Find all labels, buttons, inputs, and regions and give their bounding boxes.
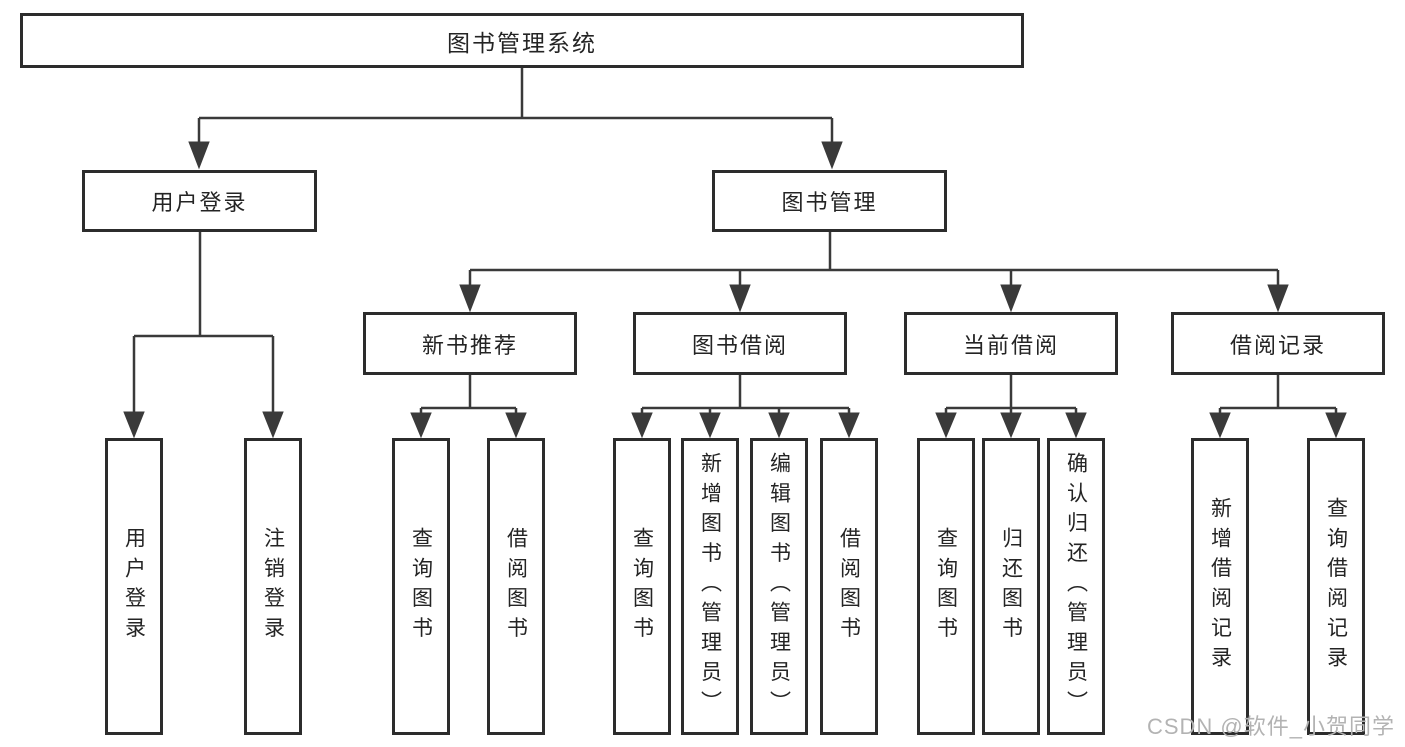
node-label: 借阅图书 bbox=[504, 526, 528, 647]
leaf-user-login: 用户登录 bbox=[105, 438, 163, 735]
leaf-query-books-borrowing: 查询图书 bbox=[613, 438, 671, 735]
node-label: 查询图书 bbox=[630, 526, 654, 647]
node-label: 用户登录 bbox=[122, 526, 146, 647]
node-label: 注销登录 bbox=[261, 526, 285, 647]
node-label: 图书管理 bbox=[781, 190, 878, 215]
node-label: 图书管理系统 bbox=[447, 29, 597, 56]
leaf-query-borrow-record: 查询借阅记录 bbox=[1307, 438, 1365, 735]
node-label: 编辑图书（管理员） bbox=[767, 452, 791, 721]
node-user-login: 用户登录 bbox=[82, 170, 317, 232]
node-label: 查询图书 bbox=[934, 526, 958, 647]
leaf-borrow-books-borrowing: 借阅图书 bbox=[820, 438, 878, 735]
node-label: 新增图书（管理员） bbox=[698, 452, 722, 721]
node-book-borrowing: 图书借阅 bbox=[633, 312, 847, 375]
leaf-add-books-admin: 新增图书（管理员） bbox=[681, 438, 739, 735]
leaf-query-books-current: 查询图书 bbox=[917, 438, 975, 735]
node-borrowing-records: 借阅记录 bbox=[1171, 312, 1385, 375]
connector-paths bbox=[132, 68, 1338, 415]
csdn-watermark: CSDN @软件_小贺同学 bbox=[1146, 714, 1395, 739]
node-label: 借阅图书 bbox=[837, 526, 861, 647]
leaf-add-borrow-record: 新增借阅记录 bbox=[1191, 438, 1249, 735]
leaf-borrow-books-recommend: 借阅图书 bbox=[487, 438, 545, 735]
leaf-confirm-return-admin: 确认归还（管理员） bbox=[1047, 438, 1105, 735]
node-label: 查询借阅记录 bbox=[1324, 497, 1348, 676]
node-label: 当前借阅 bbox=[962, 332, 1059, 358]
leaf-return-books: 归还图书 bbox=[982, 438, 1040, 735]
leaf-edit-books-admin: 编辑图书（管理员） bbox=[750, 438, 808, 735]
leaf-logout: 注销登录 bbox=[244, 438, 302, 735]
arrowheads bbox=[123, 141, 1347, 439]
node-label: 图书借阅 bbox=[691, 332, 788, 358]
node-new-book-recommendation: 新书推荐 bbox=[363, 312, 577, 375]
node-label: 归还图书 bbox=[999, 526, 1023, 647]
node-label: 查询图书 bbox=[409, 526, 433, 647]
node-library-management-system: 图书管理系统 bbox=[20, 13, 1024, 68]
node-book-management: 图书管理 bbox=[712, 170, 947, 232]
node-label: 用户登录 bbox=[151, 190, 248, 215]
node-label: 借阅记录 bbox=[1229, 332, 1326, 358]
node-label: 确认归还（管理员） bbox=[1064, 452, 1088, 721]
leaf-query-books-recommend: 查询图书 bbox=[392, 438, 450, 735]
node-label: 新书推荐 bbox=[421, 332, 518, 358]
node-label: 新增借阅记录 bbox=[1208, 497, 1232, 676]
node-current-borrowing: 当前借阅 bbox=[904, 312, 1118, 375]
